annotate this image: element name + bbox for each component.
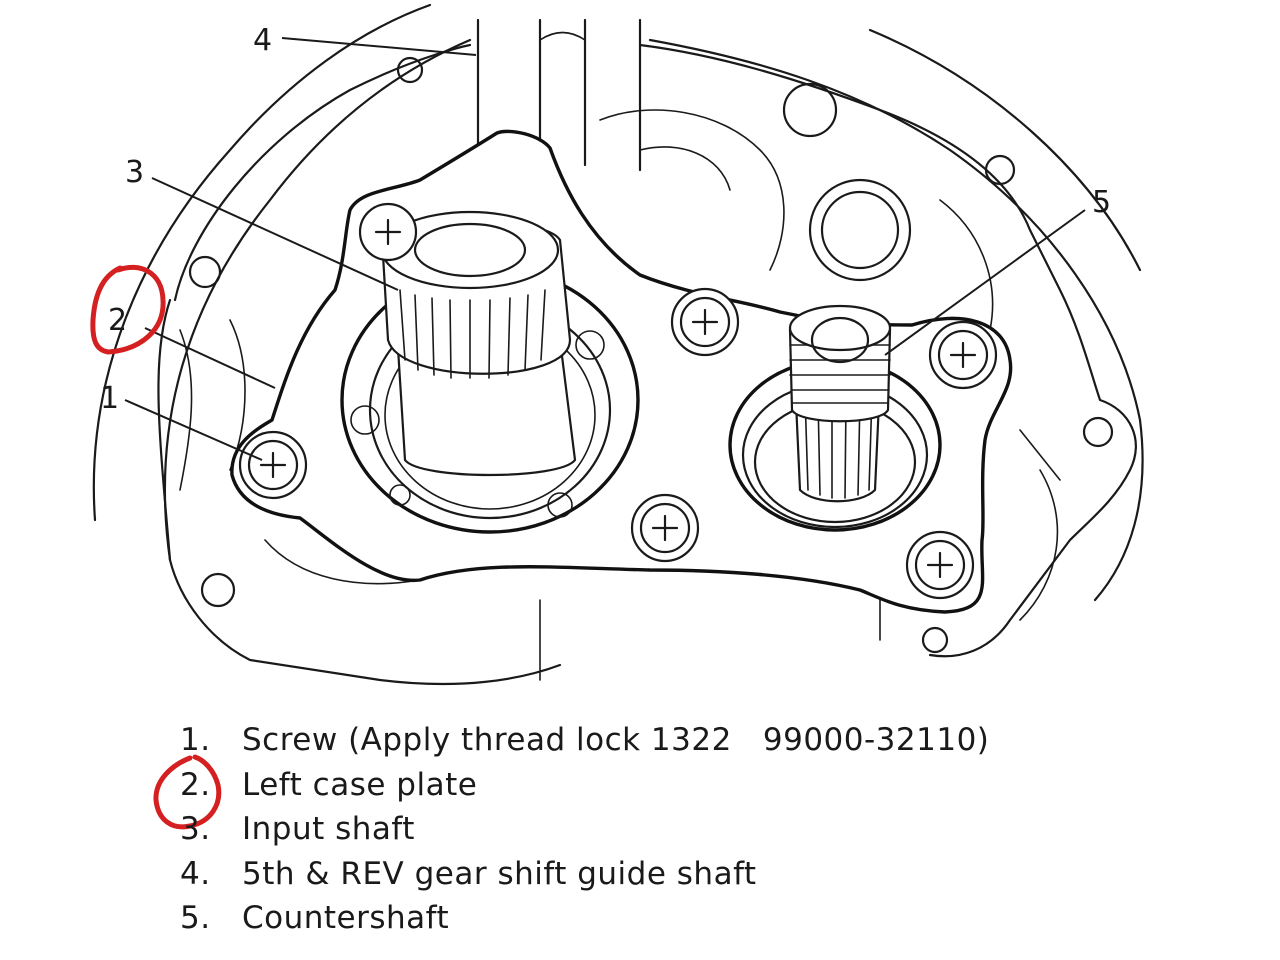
legend-number: 4. xyxy=(180,855,211,892)
screw-5 xyxy=(928,320,998,390)
legend-text: Screw (Apply thread lock 1322 99000-3211… xyxy=(242,722,990,758)
legend-text: Input shaft xyxy=(242,811,415,847)
legend-number: 5. xyxy=(180,900,211,936)
callout-4: 4 xyxy=(253,23,272,58)
legend-item: 4. 5th & REV gear shift guide shaft xyxy=(180,852,1180,897)
callout-numbers: 1 2 3 4 5 xyxy=(100,23,1111,416)
left-case-plate xyxy=(230,129,1013,614)
legend-number: 1. xyxy=(180,722,211,758)
red-circle-legend-2 xyxy=(153,754,222,830)
legend-item: 1. Screw (Apply thread lock 1322 99000-3… xyxy=(180,718,1180,763)
screw-1 xyxy=(238,430,308,500)
shift-guide-shaft xyxy=(476,18,642,172)
screw-2 xyxy=(358,202,418,262)
leader-4 xyxy=(281,37,477,56)
screw-6 xyxy=(905,530,975,600)
legend-text: Countershaft xyxy=(242,900,450,936)
legend-number: 3. xyxy=(180,811,211,847)
screw-3 xyxy=(670,287,740,357)
red-highlight-marks xyxy=(90,264,222,830)
legend-text: Left case plate xyxy=(242,766,478,803)
screws xyxy=(238,202,998,600)
screw-4 xyxy=(630,493,700,563)
leader-3 xyxy=(151,177,399,291)
red-circle-callout-2 xyxy=(90,264,166,355)
leader-1 xyxy=(124,399,263,461)
leader-5 xyxy=(884,209,1086,356)
callout-1: 1 xyxy=(100,381,119,416)
legend-text: 5th & REV gear shift guide shaft xyxy=(242,855,757,892)
legend-item: 3. Input shaft xyxy=(180,807,1180,852)
leader-2 xyxy=(144,327,276,389)
callout-5: 5 xyxy=(1092,185,1111,220)
callout-3: 3 xyxy=(125,155,144,190)
legend-number: 2. xyxy=(180,766,211,803)
input-shaft xyxy=(380,210,577,477)
countershaft xyxy=(728,304,942,532)
leader-lines xyxy=(124,37,1086,461)
callout-2: 2 xyxy=(108,303,127,338)
legend-item: 2. Left case plate xyxy=(180,763,1180,808)
legend-item: 5. Countershaft xyxy=(180,896,1180,941)
parts-legend: 1. Screw (Apply thread lock 1322 99000-3… xyxy=(180,718,1180,941)
